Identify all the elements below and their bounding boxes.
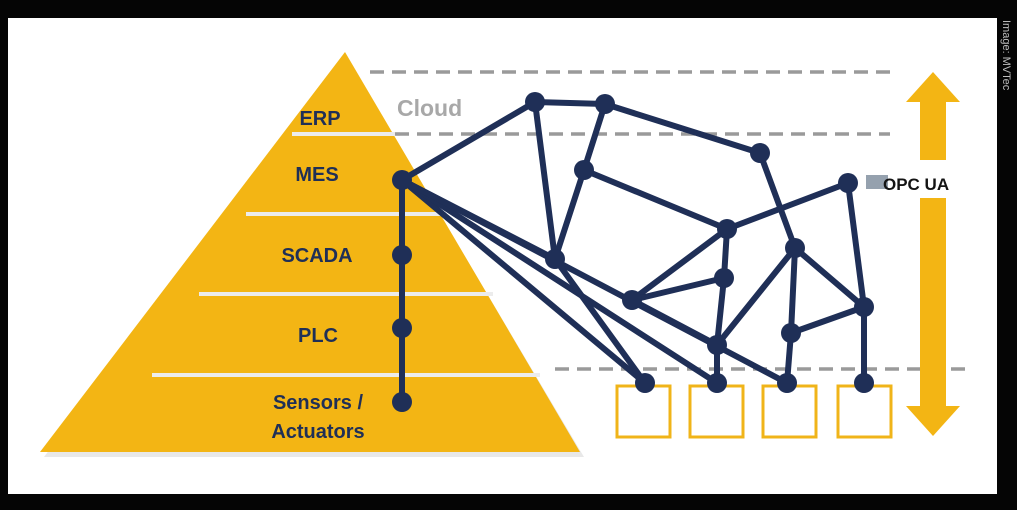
network-node	[750, 143, 770, 163]
field-devices	[615, 384, 893, 439]
image-credit: Image: MVTec	[1000, 20, 1014, 140]
network-edge	[552, 167, 587, 262]
network-edge	[714, 245, 798, 348]
opc-ua-node	[838, 173, 858, 193]
network-edge	[788, 245, 798, 336]
arrow-up-head	[906, 72, 960, 102]
network-edge	[581, 167, 730, 232]
arrow-lower-shaft	[920, 198, 946, 408]
network-node	[545, 249, 565, 269]
network-edge	[629, 297, 720, 348]
mes-node	[392, 170, 412, 190]
network-edge	[399, 99, 538, 183]
opc-ua-label: OPC UA	[883, 175, 949, 194]
automation-pyramid	[40, 52, 580, 452]
device-node	[635, 373, 655, 393]
cloud-node	[525, 92, 545, 112]
level-scada-label: SCADA	[281, 245, 352, 267]
network-edge	[845, 180, 867, 310]
arrow-down-head	[906, 406, 960, 436]
network-node	[781, 323, 801, 343]
network-edge	[552, 256, 648, 386]
network-node	[785, 238, 805, 258]
arrow-upper-shaft	[920, 100, 946, 160]
opc-ua-logo: OPC UA	[866, 175, 949, 194]
network-nodes	[392, 92, 874, 412]
field-device-box	[761, 384, 818, 439]
network-edge	[602, 101, 763, 156]
opc-ua-emblem	[866, 175, 888, 189]
level-sensors-label: Sensors /	[273, 392, 363, 414]
plc-node	[392, 318, 412, 338]
network-edge	[788, 304, 867, 336]
network-node	[717, 219, 737, 239]
field-device-box	[615, 384, 672, 439]
network-edge	[399, 177, 720, 386]
network-edge	[532, 99, 558, 262]
cloud-node	[595, 94, 615, 114]
network-edge	[399, 177, 648, 386]
sensor-node	[392, 392, 412, 412]
network-edge	[629, 275, 727, 303]
pyramid-separators	[152, 132, 540, 377]
level-mes-label: MES	[295, 164, 338, 186]
field-device-box	[836, 384, 893, 439]
network-edge	[629, 226, 730, 303]
network-node	[707, 335, 727, 355]
device-node	[777, 373, 797, 393]
network-edge	[714, 275, 727, 348]
scada-node	[392, 245, 412, 265]
network-edge	[581, 101, 608, 173]
network-edge	[757, 150, 798, 251]
network-node	[854, 297, 874, 317]
double-arrow	[906, 72, 960, 436]
cloud-label: Cloud	[397, 95, 462, 121]
network-edge	[724, 180, 851, 232]
field-device-box	[688, 384, 745, 439]
network-node	[574, 160, 594, 180]
level-actuators-label: Actuators	[271, 421, 364, 443]
level-plc-label: PLC	[298, 325, 338, 347]
network-node	[622, 290, 642, 310]
level-erp-label: ERP	[299, 108, 340, 130]
network-edge	[532, 99, 608, 107]
device-node	[854, 373, 874, 393]
device-node	[707, 373, 727, 393]
network-node	[714, 268, 734, 288]
network-edge	[792, 245, 867, 310]
image-credit-text: Image: MVTec	[1000, 20, 1012, 91]
